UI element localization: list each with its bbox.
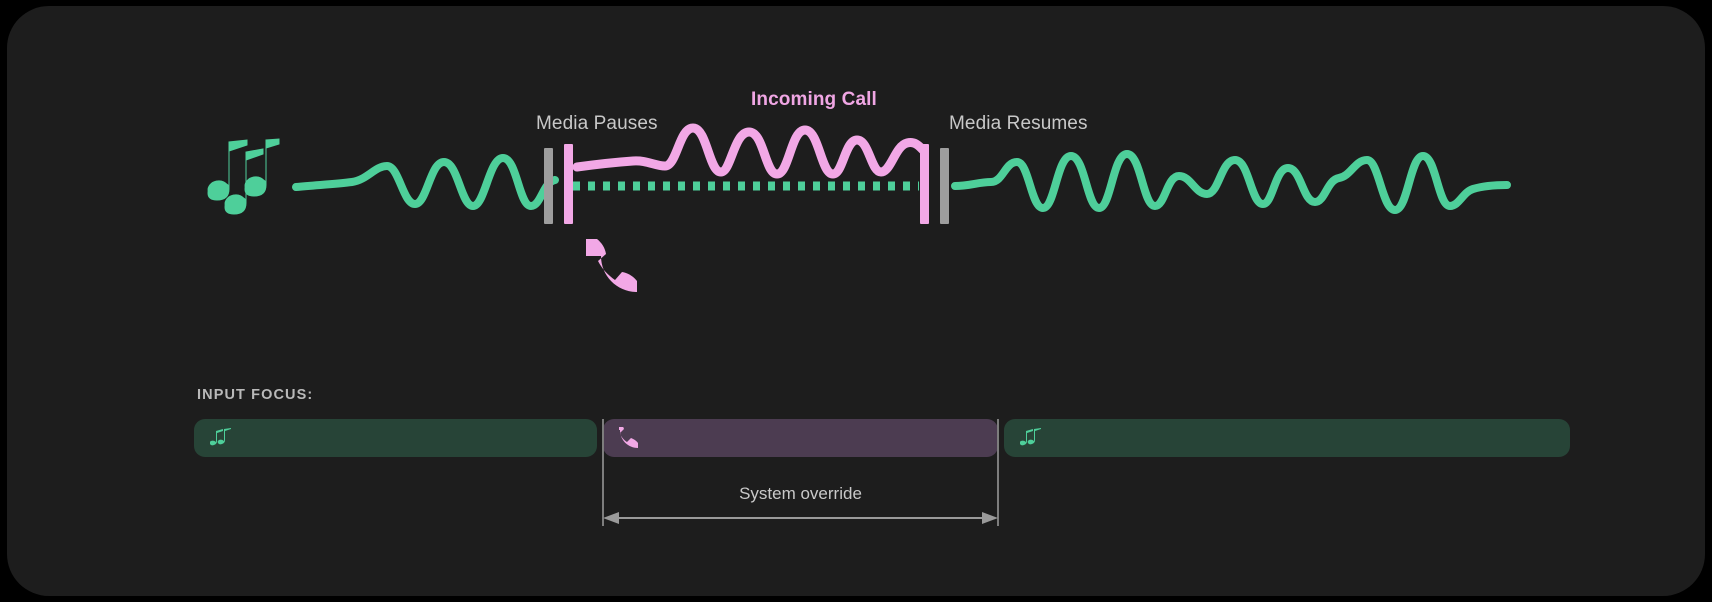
audio-timeline: Media Pauses Incoming Call Media Resumes xyxy=(7,6,1705,336)
input-focus-title: INPUT FOCUS: xyxy=(197,387,314,403)
resume-marker-gray xyxy=(940,148,949,224)
timeline-canvas xyxy=(207,123,1511,292)
double-headed-arrow xyxy=(603,512,998,524)
phone-icon xyxy=(586,239,637,292)
music-notes-icon xyxy=(1019,428,1042,448)
focus-track-call[interactable] xyxy=(603,419,998,457)
illustration-card: Media Pauses Incoming Call Media Resumes… xyxy=(7,6,1705,596)
system-override-label: System override xyxy=(739,484,862,503)
focus-track-media-after[interactable] xyxy=(1004,419,1570,457)
pause-marker-pink xyxy=(564,144,573,224)
resume-marker-pink xyxy=(920,144,929,224)
call-waveform xyxy=(572,123,928,179)
phone-icon xyxy=(614,422,641,449)
label-media-resumes: Media Resumes xyxy=(949,113,1088,134)
music-notes-icon xyxy=(209,428,232,448)
media-waveform-after xyxy=(951,150,1511,214)
label-media-pauses: Media Pauses xyxy=(536,113,658,134)
music-notes-icon xyxy=(207,138,280,215)
focus-track-media-before[interactable] xyxy=(194,419,597,457)
pause-marker-gray xyxy=(544,148,553,224)
system-override-measure xyxy=(602,419,999,526)
label-incoming-call: Incoming Call xyxy=(751,89,877,110)
media-waveform-before xyxy=(292,154,559,210)
